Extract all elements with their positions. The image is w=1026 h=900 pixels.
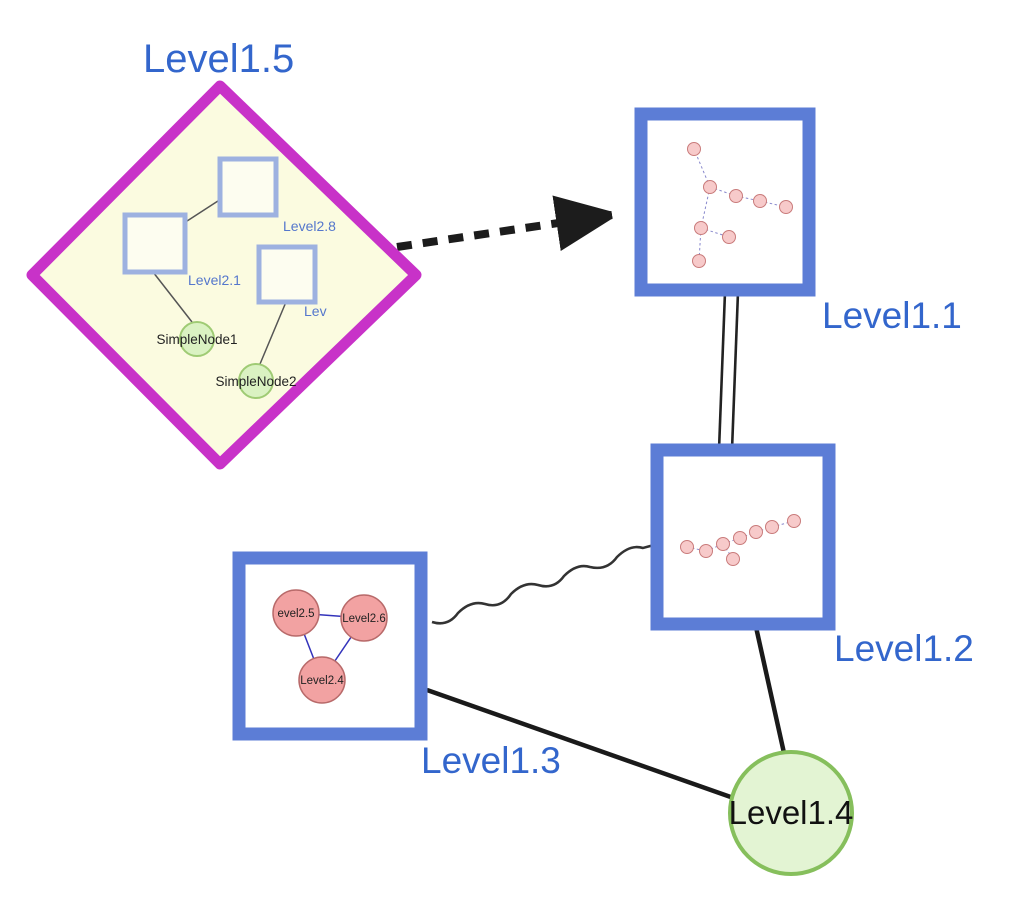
node-label-simplenode1: SimpleNode1 — [156, 332, 237, 347]
edge-level11-to-level12-line2[interactable] — [730, 291, 740, 451]
node-label-lev: Lev — [304, 303, 327, 319]
small-node[interactable] — [779, 200, 793, 214]
edge-level12-to-level14[interactable] — [753, 626, 787, 754]
edge-level13-to-level12-wavy[interactable] — [431, 543, 655, 625]
node-level24-circle[interactable] — [298, 656, 346, 704]
edge-level11-to-level12-line1[interactable] — [717, 291, 727, 451]
node-level25-circle[interactable] — [272, 589, 320, 637]
node-level21-square[interactable] — [122, 212, 188, 275]
node-level26-circle[interactable] — [340, 594, 388, 642]
small-node[interactable] — [680, 540, 694, 554]
small-node[interactable] — [753, 194, 767, 208]
edge-level13-to-level14[interactable] — [426, 687, 743, 804]
small-node[interactable] — [733, 531, 747, 545]
node-level11-square[interactable] — [634, 107, 816, 297]
small-node[interactable] — [722, 230, 736, 244]
node-simplenode2-circle[interactable] — [238, 363, 274, 399]
node-label-level11: Level1.1 — [822, 295, 962, 336]
node-label-simplenode2: SimpleNode2 — [215, 374, 296, 389]
small-node[interactable] — [692, 254, 706, 268]
node-level13-square[interactable] — [232, 551, 428, 741]
node-level15-diamond[interactable] — [26, 80, 422, 470]
small-node[interactable] — [749, 525, 763, 539]
node-lev-square[interactable] — [256, 244, 318, 305]
node-level28-square[interactable] — [217, 156, 279, 218]
node-label-level24: Level2.4 — [300, 675, 344, 687]
edge-lev-to-simplenode2[interactable] — [259, 301, 287, 365]
small-node[interactable] — [699, 544, 713, 558]
small-node[interactable] — [694, 221, 708, 235]
level11-inner-nodes — [687, 142, 793, 268]
node-label-level26: Level2.6 — [342, 613, 385, 625]
node-label-level14: Level1.4 — [729, 794, 854, 831]
edge-level21-to-simplenode1[interactable] — [152, 271, 193, 323]
small-node[interactable] — [729, 189, 743, 203]
level12-inner-nodes — [680, 514, 801, 566]
node-label-level25: evel2.5 — [277, 608, 314, 620]
node-label-level21: Level2.1 — [188, 272, 241, 288]
node-label-level13: Level1.3 — [421, 740, 561, 781]
small-node[interactable] — [787, 514, 801, 528]
small-node[interactable] — [687, 142, 701, 156]
edge-level28-to-level21[interactable] — [183, 198, 222, 224]
node-label-level12: Level1.2 — [834, 628, 974, 669]
small-node[interactable] — [726, 552, 740, 566]
node-simplenode1-circle[interactable] — [179, 321, 215, 357]
edge-level15-to-level11[interactable] — [396, 215, 612, 251]
small-node[interactable] — [703, 180, 717, 194]
small-node[interactable] — [716, 537, 730, 551]
node-level14-circle[interactable] — [728, 750, 854, 876]
node-label-level28: Level2.8 — [283, 218, 336, 234]
small-node[interactable] — [765, 520, 779, 534]
node-label-level15: Level1.5 — [143, 37, 294, 81]
